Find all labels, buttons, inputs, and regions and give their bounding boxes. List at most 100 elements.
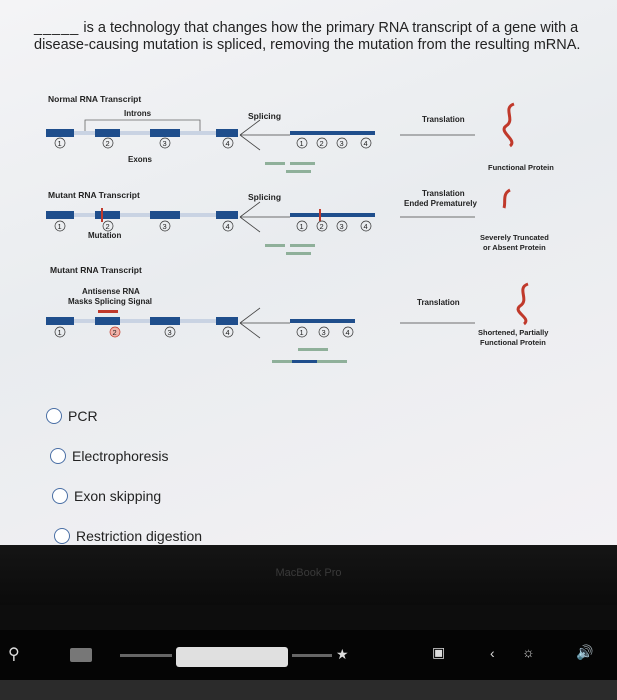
exon4-block [216, 129, 238, 137]
option-label: Electrophoresis [72, 448, 169, 464]
touch-bar: ⚲ ★ ▣ ‹ ☼ 🔊 [0, 630, 617, 680]
option-restriction-digestion[interactable]: Restriction digestion [54, 516, 202, 545]
laptop-bezel: MacBook Pro [0, 545, 617, 605]
splicing-arrows-1 [239, 119, 290, 151]
svg-text:2: 2 [320, 139, 324, 148]
svg-text:3: 3 [322, 328, 326, 337]
answer-options: PCR Electrophoresis Exon skipping Restri… [46, 396, 202, 545]
partial-protein-graphic [516, 282, 529, 326]
svg-text:4: 4 [364, 139, 368, 148]
chevron-left-icon[interactable]: ‹ [490, 645, 495, 661]
mrna1-exon-numbers: 1 2 3 4 [296, 137, 372, 149]
mutation-label: Mutation [88, 231, 121, 240]
option-electrophoresis[interactable]: Electrophoresis [50, 436, 202, 476]
svg-text:1: 1 [58, 328, 62, 337]
svg-text:4: 4 [226, 222, 230, 231]
radio-button-pcr[interactable] [46, 408, 62, 424]
option-exon-skipping[interactable]: Exon skipping [52, 476, 202, 516]
translation-ended-line2: Ended Prematurely [404, 199, 477, 208]
antisense-line1: Antisense RNA [82, 287, 140, 296]
svg-text:3: 3 [340, 222, 344, 231]
mrna2-line [290, 213, 375, 217]
svg-text:2: 2 [320, 222, 324, 231]
translation-label-1: Translation [422, 115, 465, 124]
svg-text:3: 3 [168, 328, 172, 337]
mrna2-exon-numbers: 1 2 3 4 [296, 220, 372, 232]
brightness-icon[interactable]: ☼ [522, 644, 535, 660]
splicing-arrows-3 [239, 307, 290, 339]
svg-text:4: 4 [226, 328, 230, 337]
option-label: Restriction digestion [76, 528, 203, 544]
question-blank: _____ [34, 20, 80, 36]
antisense-rna-strand [98, 310, 118, 313]
volume-icon[interactable]: 🔊 [576, 644, 594, 660]
svg-text:2: 2 [113, 328, 117, 337]
svg-text:1: 1 [300, 139, 304, 148]
svg-text:4: 4 [364, 222, 368, 231]
brand-label: MacBook Pro [275, 567, 342, 579]
exon3-block [150, 129, 180, 137]
keyboard-edge [0, 680, 617, 700]
exon2-block [95, 129, 120, 137]
option-label: PCR [68, 408, 98, 424]
panel2-title: Mutant RNA Transcript [48, 190, 140, 200]
splicing-arrows-2 [239, 201, 290, 233]
scrubber-preview[interactable] [176, 647, 288, 667]
option-pcr[interactable]: PCR [46, 396, 202, 436]
transcript2-line [46, 213, 236, 217]
svg-text:3: 3 [163, 222, 167, 231]
translation-label-3: Translation [417, 298, 460, 307]
radio-button-exon-skipping[interactable] [52, 488, 68, 504]
removed-introns-1 [265, 162, 315, 173]
result-functional-protein: Functional Protein [488, 163, 554, 172]
svg-text:3: 3 [163, 139, 167, 148]
result-truncated-line1: Severely Truncated [480, 233, 549, 242]
svg-text:4: 4 [346, 328, 350, 337]
transcript3-line [46, 319, 236, 323]
search-icon[interactable]: ⚲ [8, 646, 20, 663]
svg-text:1: 1 [58, 222, 62, 231]
scrubber-track-left [120, 654, 172, 657]
exon1-block [46, 129, 74, 137]
panel3-title: Mutant RNA Transcript [50, 265, 142, 275]
exon-numbers-row3: 1 2 3 4 [54, 326, 234, 338]
transcript1-line [46, 131, 236, 135]
new-tab-icon[interactable]: ▣ [432, 644, 446, 660]
option-label: Exon skipping [74, 488, 162, 504]
result-truncated-line2: or Absent Protein [483, 243, 546, 252]
exon-numbers-row1: 1 2 3 4 [54, 137, 234, 149]
mrna1-line [290, 131, 375, 135]
mrna3-exon-numbers: 1 3 4 [296, 326, 354, 338]
scrubber-track-right [292, 654, 332, 657]
radio-button-electrophoresis[interactable] [50, 448, 66, 464]
svg-text:2: 2 [106, 222, 110, 231]
result-partial-line1: Shortened, Partially [478, 328, 549, 337]
mrna3-line [290, 319, 355, 323]
removed-introns-2 [265, 244, 315, 255]
antisense-line2: Masks Splicing Signal [68, 297, 152, 306]
panel1-title: Normal RNA Transcript [48, 94, 141, 104]
svg-text:1: 1 [300, 328, 304, 337]
removed-introns-3 [272, 348, 347, 363]
introns-label: Introns [124, 109, 152, 118]
functional-protein-graphic [502, 102, 515, 148]
question-body: is a technology that changes how the pri… [34, 20, 581, 53]
splicing-label-2: Splicing [248, 192, 281, 202]
svg-text:2: 2 [106, 139, 110, 148]
browser-content: _____ is a technology that changes how t… [0, 0, 617, 545]
translation-ended-line1: Translation [422, 189, 465, 198]
exon-numbers-row2: 1 2 3 4 [54, 220, 234, 232]
radio-button-restriction-digestion[interactable] [54, 528, 70, 544]
truncated-protein-graphic [502, 188, 511, 209]
introns-bracket [84, 119, 201, 131]
star-icon[interactable]: ★ [336, 646, 349, 662]
app-thumbnail-icon[interactable] [70, 648, 92, 662]
splicing-label-1: Splicing [248, 111, 281, 121]
result-partial-line2: Functional Protein [480, 338, 546, 347]
svg-text:1: 1 [58, 139, 62, 148]
exons-label: Exons [128, 155, 153, 164]
rna-splicing-figure: Normal RNA Transcript Introns 1 2 3 4 Ex… [46, 94, 554, 363]
question-text: _____ is a technology that changes how t… [34, 20, 594, 54]
svg-text:3: 3 [340, 139, 344, 148]
svg-text:1: 1 [300, 222, 304, 231]
